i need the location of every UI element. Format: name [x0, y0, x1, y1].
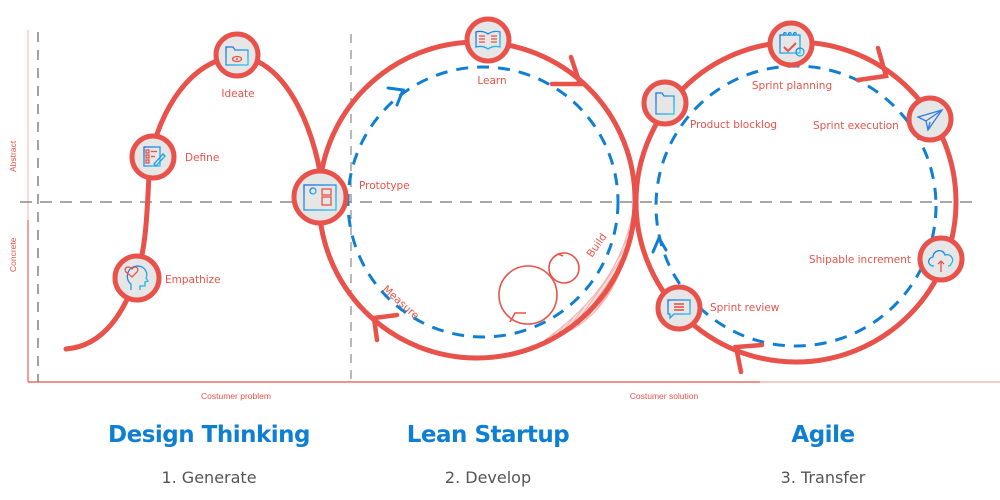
label-build: Build [585, 231, 610, 259]
label-shipable-increment: Shipable increment [809, 254, 911, 266]
node-sprint-planning[interactable] [767, 20, 815, 68]
profile-card-icon [303, 184, 337, 211]
chat-bubble-icon [667, 299, 691, 320]
build-cycle-icon [498, 252, 580, 325]
section-title-agile: Agile [791, 422, 855, 448]
node-define[interactable] [129, 133, 177, 181]
label-learn: Learn [477, 75, 506, 87]
cloud-upload-icon [927, 250, 954, 272]
section-subtitle-transfer: 3. Transfer [780, 468, 866, 487]
section-title-lean-startup: Lean Startup [406, 422, 570, 448]
lean-outer-ring [316, 39, 638, 361]
node-ideate[interactable] [213, 31, 261, 79]
y-axis-label-abstract: Abstract [8, 140, 18, 172]
label-sprint-review: Sprint review [710, 302, 780, 314]
label-ideate: Ideate [221, 88, 254, 100]
folder-eye-icon [225, 46, 249, 66]
node-product-blocklog[interactable] [641, 79, 689, 127]
label-empathize: Empathize [165, 274, 221, 286]
lean-arrow-inner [386, 86, 406, 107]
section-title-design-thinking: Design Thinking [108, 422, 310, 448]
head-heart-icon [124, 265, 150, 290]
label-product-blocklog: Product blocklog [690, 119, 777, 131]
lean-arrow-outer-top [549, 54, 584, 87]
section-subtitle-develop: 2. Develop [444, 468, 532, 487]
node-prototype[interactable] [291, 168, 349, 226]
folder-icon [655, 92, 675, 115]
node-sprint-execution[interactable] [906, 95, 954, 143]
paper-plane-icon [916, 108, 944, 132]
calendar-check-icon [779, 32, 805, 57]
checklist-pencil-icon [143, 146, 166, 167]
label-sprint-execution: Sprint execution [813, 120, 899, 132]
node-sprint-review[interactable] [655, 284, 703, 332]
node-shipable-increment[interactable] [917, 235, 965, 283]
x-axis-label-problem: Costumer problem [201, 391, 271, 401]
node-learn[interactable] [464, 16, 512, 64]
label-prototype: Prototype [359, 180, 410, 192]
lean-startup-loop: Build Measure [316, 39, 638, 361]
axes: Abstract Concrete Costumer problem Costu… [8, 30, 1000, 401]
x-axis-label-solution: Costumer solution [630, 391, 699, 401]
lean-arrow-outer-bottom [371, 312, 400, 343]
node-empathize[interactable] [112, 253, 162, 303]
agile-arrow-inner [651, 234, 668, 254]
label-define: Define [185, 152, 219, 164]
label-sprint-planning: Sprint planning [752, 80, 832, 92]
open-book-icon [475, 30, 501, 50]
build-hatch-area [544, 205, 635, 341]
section-subtitle-generate: 1. Generate [161, 468, 257, 487]
agile-arrow-outer-top [855, 45, 889, 83]
y-axis-label-concrete: Concrete [8, 237, 18, 272]
guide-lines [20, 32, 975, 382]
agile-arrow-outer-bottom [733, 342, 765, 375]
